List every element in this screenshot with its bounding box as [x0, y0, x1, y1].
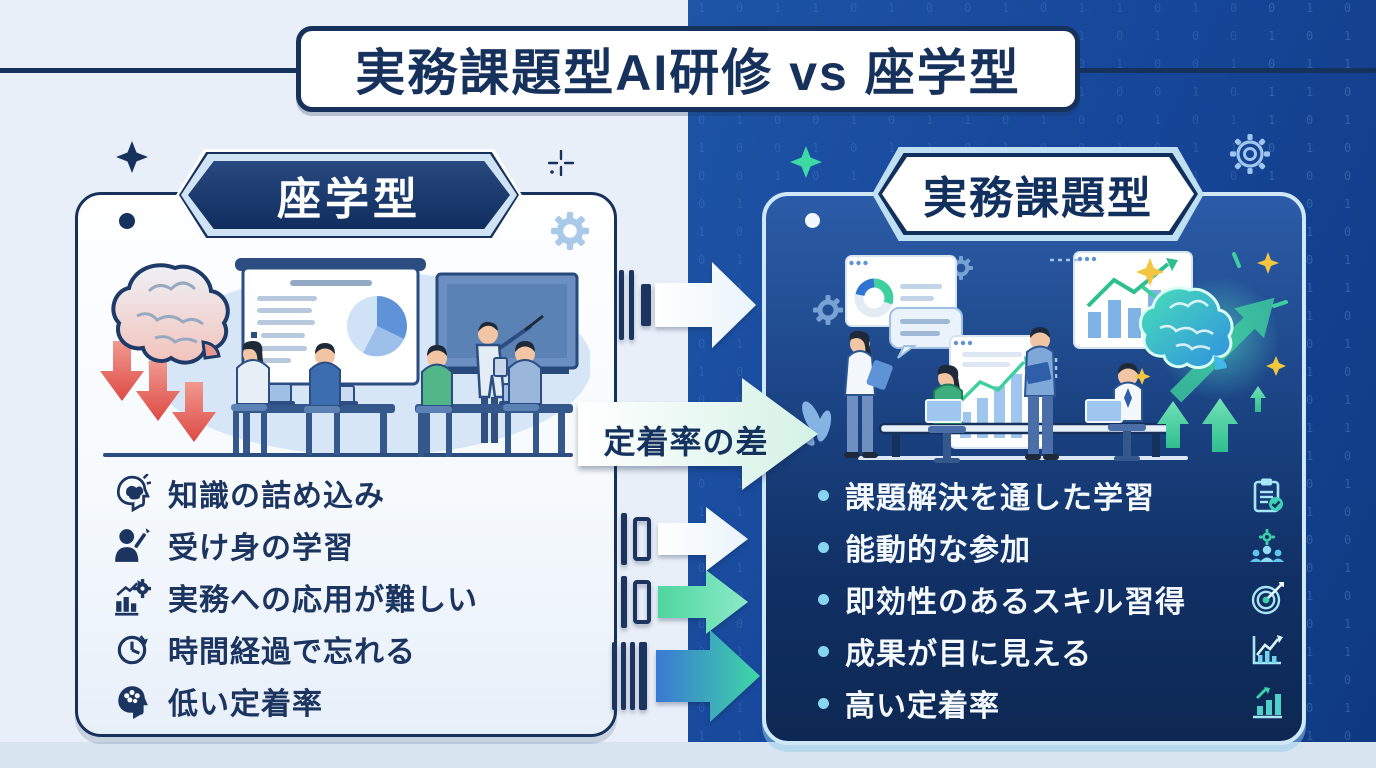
- lecture-item-list: 知識の詰め込み 受け身の学習 実務への応用が難しい 時間経過で忘れる 低い定着率: [112, 472, 598, 722]
- plus-sparkle-icon: [548, 150, 574, 176]
- sparkle-icon: [790, 146, 822, 178]
- bullet-dot: [818, 593, 829, 605]
- plant: [798, 401, 832, 446]
- list-item: 知識の詰め込み: [112, 472, 598, 514]
- title-banner: 実務課題型AI研修 vs 座学型: [296, 26, 1080, 112]
- teacher-figure: [475, 314, 544, 443]
- passive-person-icon: [112, 525, 152, 565]
- team-gear-icon: [1248, 528, 1286, 566]
- practical-item-label: 課題解決を通した学習: [845, 482, 1155, 515]
- line-chart-icon: [1248, 632, 1286, 670]
- dot-decor: [119, 213, 135, 229]
- list-item: 実務への応用が難しい: [112, 576, 598, 618]
- list-item: 高い定着率: [818, 682, 1286, 724]
- lecture-item-label: 実務への応用が難しい: [168, 584, 478, 617]
- lecture-item-label: 受け身の学習: [168, 532, 354, 565]
- students-at-desks: [103, 341, 573, 457]
- retention-gap-label: 定着率の差: [603, 424, 769, 460]
- classroom-illustration: [100, 258, 590, 457]
- bar-chart-icon: [1248, 684, 1286, 722]
- practical-item-label: 成果が目に見える: [845, 638, 1093, 671]
- practical-item-list: 課題解決を通した学習 能動的な参加 即効性のあるスキル習得 成果が目に見える: [818, 474, 1286, 724]
- practical-item-label: 即効性のあるスキル習得: [845, 586, 1186, 619]
- page-title: 実務課題型AI研修 vs 座学型: [355, 45, 1021, 101]
- clipboard-check-icon: [1248, 476, 1286, 514]
- target-icon: [1248, 580, 1286, 618]
- practical-item-label: 能動的な参加: [845, 534, 1031, 567]
- practical-item-label: 高い定着率: [845, 690, 1000, 723]
- declining-brain-icon: [100, 263, 230, 442]
- sparkle-icon: [116, 141, 148, 173]
- bullet-dot: [818, 645, 829, 657]
- gear-icon: [813, 295, 843, 325]
- practical-badge-label: 実務課題型: [923, 174, 1153, 223]
- projector-screen: [235, 258, 426, 413]
- lecture-badge-label: 座学型: [277, 175, 421, 224]
- dot-decor: [805, 213, 820, 228]
- chart-gear-icon: [112, 577, 152, 617]
- sparkle-icon: [1133, 252, 1286, 385]
- list-item: 能動的な参加: [818, 526, 1286, 568]
- head-knowledge-icon: [112, 473, 152, 513]
- head-brain-icon: [112, 681, 152, 721]
- gear-icon: [551, 212, 589, 250]
- list-item: 受け身の学習: [112, 524, 598, 566]
- list-item: 低い定着率: [112, 680, 598, 722]
- lecture-item-label: 時間経過で忘れる: [168, 636, 416, 669]
- team-work-illustration: [798, 251, 1288, 463]
- practical-badge: 実務課題型: [872, 147, 1204, 241]
- team-at-table: [843, 327, 1188, 463]
- list-item: 時間経過で忘れる: [112, 628, 598, 670]
- list-item: 課題解決を通した学習: [818, 474, 1286, 516]
- list-item: 成果が目に見える: [818, 630, 1286, 672]
- bullet-dot: [818, 489, 829, 501]
- lecture-item-label: 知識の詰め込み: [168, 480, 385, 513]
- list-item: 即効性のあるスキル習得: [818, 578, 1286, 620]
- clock-icon: [112, 629, 152, 669]
- lecture-item-label: 低い定着率: [168, 688, 323, 721]
- growing-brain-icon: [1133, 252, 1288, 452]
- bottom-strip: [0, 742, 1376, 768]
- gear-icon: [1230, 134, 1270, 174]
- speech-bubble: [889, 307, 963, 359]
- bullet-dot: [818, 541, 829, 553]
- bullet-dot: [818, 697, 829, 709]
- chalkboard: [435, 272, 579, 374]
- lecture-badge: 座学型: [176, 149, 522, 241]
